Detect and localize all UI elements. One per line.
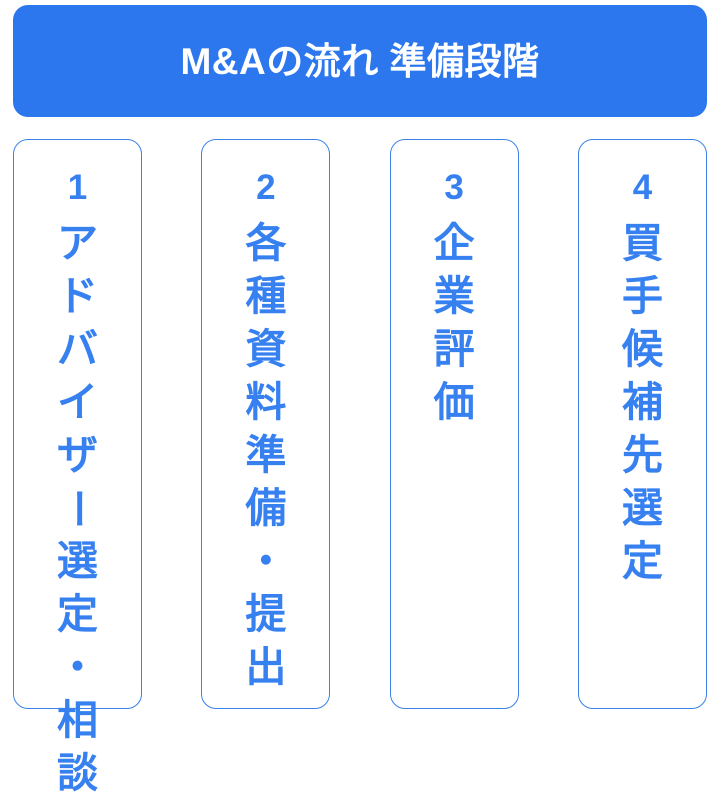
vertical-char: 料 [245, 379, 287, 425]
vertical-char: 各 [245, 220, 287, 266]
vertical-char: 定 [621, 538, 663, 584]
header-banner: M&Aの流れ 準備段階 [13, 5, 707, 117]
vertical-char: 先 [621, 432, 663, 478]
step-number-4: 4 [632, 168, 653, 207]
ma-flow-infographic: M&Aの流れ 準備段階 1 アドバイザー選定・相談 2 各種資料準備・提出 3 … [13, 5, 707, 796]
vertical-char: 選 [57, 538, 98, 584]
vertical-char: 種 [245, 273, 287, 319]
vertical-char: 企 [433, 220, 475, 266]
step-card-2[interactable]: 2 各種資料準備・提出 [201, 139, 331, 709]
vertical-char: ド [57, 273, 98, 319]
step-label-2: 各種資料準備・提出 [202, 217, 329, 694]
vertical-char: バ [57, 326, 98, 372]
step-card-4[interactable]: 4 買手候補先選定 [577, 139, 707, 709]
step-card-1[interactable]: 1 アドバイザー選定・相談 [13, 139, 142, 796]
vertical-char: 出 [245, 644, 287, 690]
step-label-4: 買手候補先選定 [579, 217, 706, 588]
vertical-char: 評 [433, 326, 475, 372]
vertical-char: 提 [245, 591, 287, 637]
vertical-char: ア [57, 220, 98, 266]
step-card-3[interactable]: 3 企業評価 [389, 139, 519, 709]
vertical-char: 定 [57, 591, 98, 637]
vertical-char: 備 [245, 485, 287, 531]
vertical-char: 選 [621, 485, 663, 531]
vertical-char: 資 [245, 326, 287, 372]
step-label-3: 企業評価 [391, 217, 518, 429]
vertical-char: 候 [621, 326, 663, 372]
vertical-char: 準 [245, 432, 287, 478]
step-number-3: 3 [444, 168, 464, 207]
vertical-char: 業 [433, 273, 475, 319]
vertical-char: 談 [57, 750, 98, 796]
step-label-1: アドバイザー選定・相談 [14, 217, 141, 800]
step-number-2: 2 [256, 168, 276, 207]
vertical-char: ザ [57, 432, 98, 478]
vertical-char: 補 [621, 379, 663, 425]
steps-row: 1 アドバイザー選定・相談 2 各種資料準備・提出 3 企業評価 4 買手候補先… [13, 139, 707, 796]
vertical-char: イ [57, 379, 98, 425]
page-title: M&Aの流れ 準備段階 [180, 40, 540, 82]
vertical-char: 相 [57, 697, 98, 743]
vertical-char: 手 [621, 273, 663, 319]
vertical-char: 買 [621, 220, 663, 266]
vertical-char: ー [55, 488, 101, 529]
step-number-1: 1 [67, 168, 88, 207]
vertical-char: 価 [433, 379, 475, 425]
vertical-char: ・ [245, 538, 287, 584]
vertical-char: ・ [57, 644, 98, 690]
